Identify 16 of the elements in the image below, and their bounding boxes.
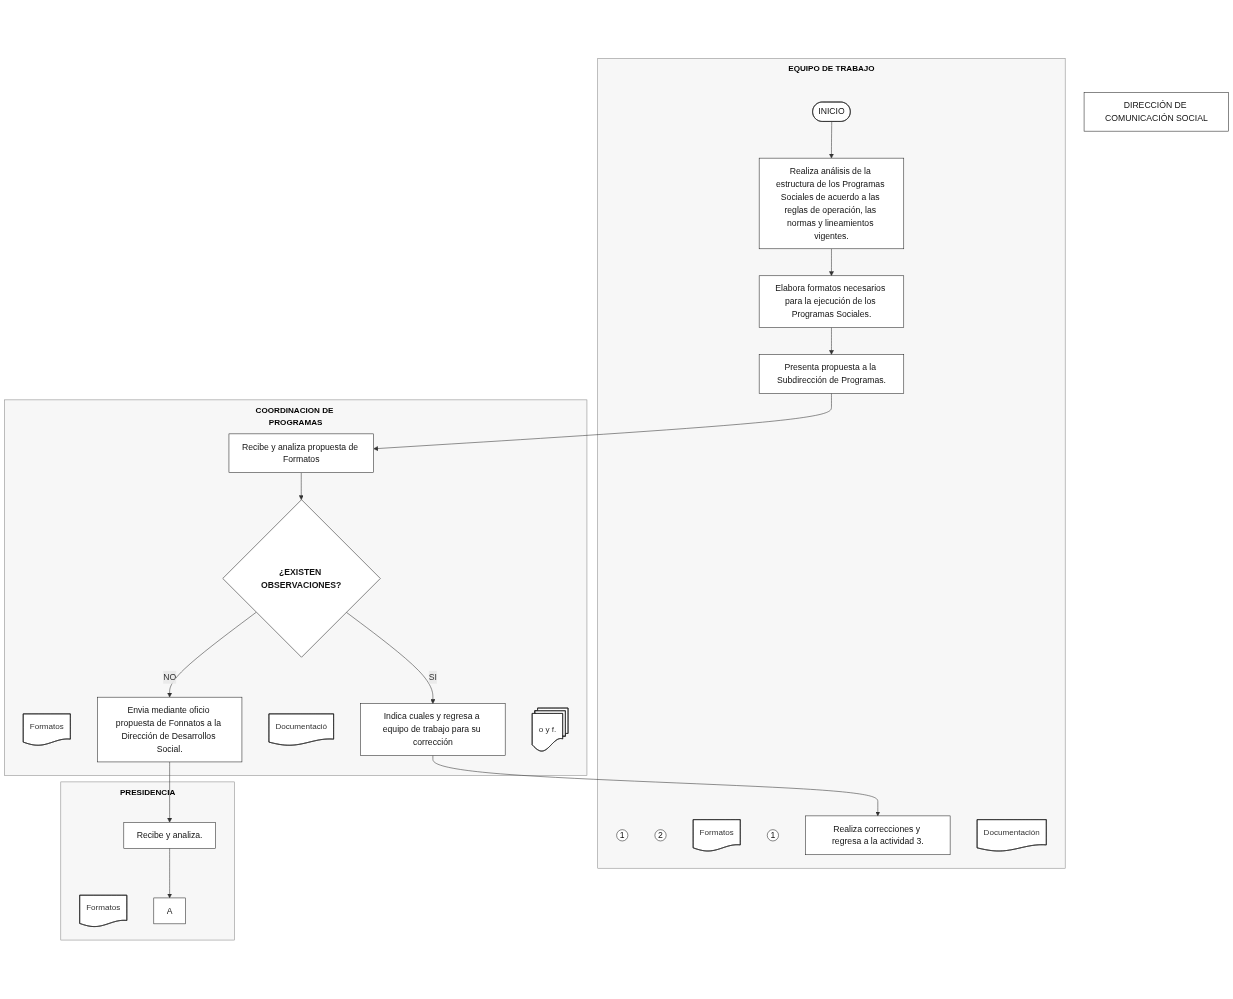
node-box: Indica cuales y regresa a equipo de trabajo para su corrección	[360, 703, 506, 757]
node-box: Envia mediante oficio propuesta de Fonnatos a la Dirección de Desarrollos Social.	[97, 697, 243, 763]
node-circle: 1	[767, 829, 779, 842]
node-circle: 2	[654, 829, 667, 842]
node-box: Presenta propuesta a la Subdirección de Programas.	[758, 354, 905, 394]
node-circle: 1	[616, 829, 629, 842]
node-box: Realiza correcciones y regresa a la actividad 3.	[805, 815, 951, 856]
node-box: Realiza análisis de la estructura de los Programas Sociales de acuerdo a las reglas de operación, las normas y lineamientos vigentes.	[758, 158, 905, 250]
node-box: A	[153, 898, 186, 925]
node-box: Recibe y analiza.	[123, 822, 216, 849]
node-box: DIRECCIÓN DE COMUNICACIÓN SOCIAL	[1083, 92, 1229, 132]
node-diamond: ¿EXISTEN OBSERVACIONES?	[222, 499, 381, 658]
edge-label: SI	[428, 672, 437, 682]
edge-label: NO	[163, 672, 177, 682]
node-box: Elabora formatos necesarios para la ejecución de los Programas Sociales.	[758, 275, 905, 329]
node-box: Recibe y analiza propuesta de Formatos	[228, 433, 374, 474]
